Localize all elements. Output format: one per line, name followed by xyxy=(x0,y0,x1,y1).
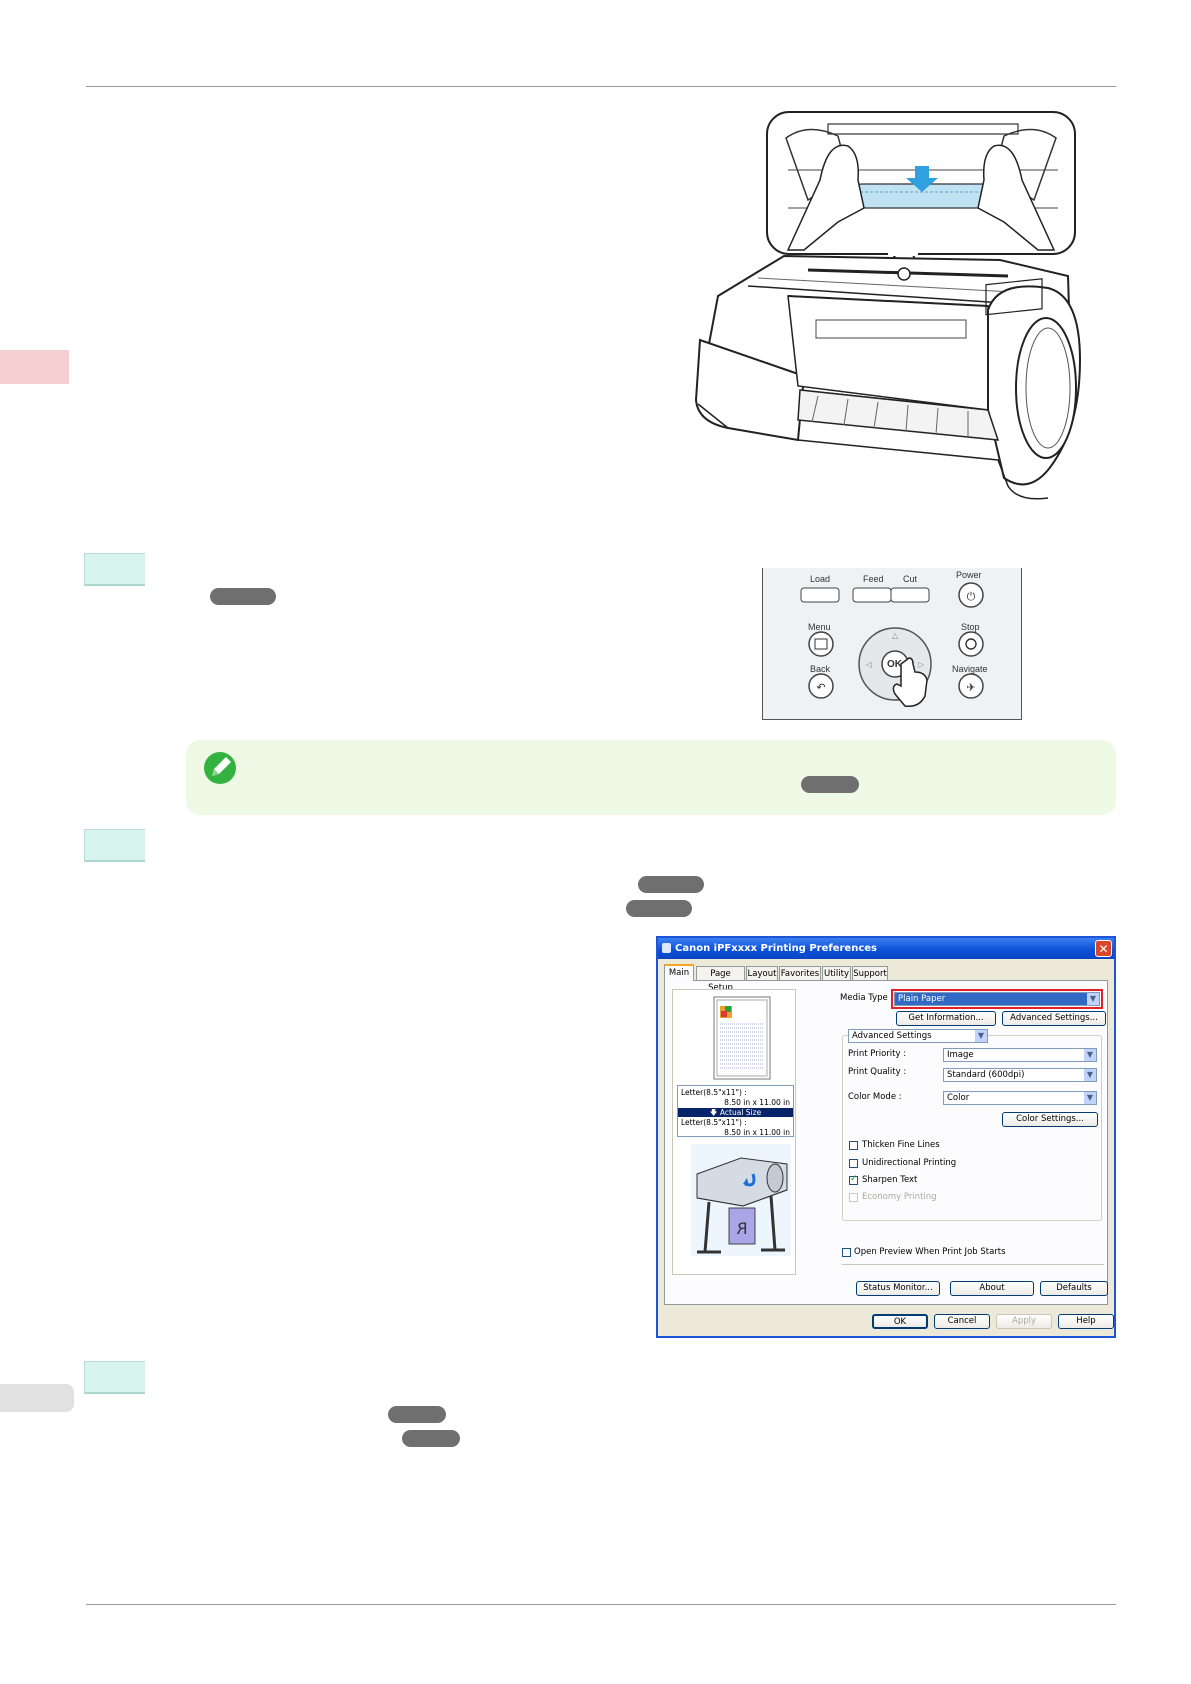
printer-roll-illustration xyxy=(694,111,1082,500)
tab-support[interactable]: Support xyxy=(852,966,888,980)
power-key-label: Power xyxy=(956,570,982,580)
load-key-label: Load xyxy=(810,574,831,584)
sharpen-text-label: Sharpen Text xyxy=(862,1175,918,1185)
thicken-fine-lines-label: Thicken Fine Lines xyxy=(862,1140,940,1150)
ok-key-label: OK xyxy=(887,659,902,670)
print-priority-label: Print Priority : xyxy=(848,1049,907,1059)
sharpen-text-checkbox[interactable] xyxy=(849,1174,858,1185)
menu-key-label: Menu xyxy=(808,622,831,632)
header-rule xyxy=(86,86,1116,87)
chevron-down-icon[interactable]: ▼ xyxy=(1084,1049,1096,1061)
svg-text:◁: ◁ xyxy=(866,660,873,669)
size-line-4: 8.50 in x 11.00 in xyxy=(724,1128,790,1137)
help-button[interactable]: Help xyxy=(1058,1314,1114,1329)
page-tab[interactable] xyxy=(0,1384,74,1412)
economy-printing-label: Economy Printing xyxy=(862,1192,937,1202)
unidirectional-printing-checkbox[interactable] xyxy=(849,1159,858,1168)
note-box xyxy=(186,740,1116,815)
settings-mode-select[interactable]: Advanced Settings ▼ xyxy=(848,1029,988,1043)
navigate-key-label: Navigate xyxy=(952,664,988,674)
chevron-down-icon[interactable]: ▼ xyxy=(1087,993,1099,1005)
tab-favorites[interactable]: Favorites xyxy=(779,966,821,980)
reference-link-2b[interactable] xyxy=(626,900,692,917)
step-marker-1 xyxy=(84,553,145,586)
ok-button[interactable]: OK xyxy=(872,1314,928,1329)
color-settings-button[interactable]: Color Settings... xyxy=(1002,1112,1098,1127)
media-type-label: Media Type : xyxy=(840,993,894,1003)
chevron-down-icon[interactable]: ▼ xyxy=(1084,1092,1096,1104)
print-quality-label: Print Quality : xyxy=(848,1067,907,1077)
feed-key-label: Feed xyxy=(863,574,884,584)
step-marker-3 xyxy=(84,1361,145,1394)
color-mode-select[interactable]: Color ▼ xyxy=(943,1091,1097,1105)
separator-line xyxy=(842,1264,1104,1265)
preview-column: Letter(8.5"x11") : 8.50 in x 11.00 in 🡇 … xyxy=(672,989,796,1275)
size-line-2: 8.50 in x 11.00 in xyxy=(724,1098,790,1107)
open-preview-checkbox[interactable] xyxy=(842,1248,851,1257)
defaults-button[interactable]: Defaults xyxy=(1040,1281,1108,1296)
cut-key-label: Cut xyxy=(903,574,918,584)
size-line-3: Letter(8.5"x11") : xyxy=(681,1118,747,1127)
media-type-highlight xyxy=(891,989,1103,1009)
reference-link-2a[interactable] xyxy=(638,876,704,893)
apply-button[interactable]: Apply xyxy=(996,1314,1052,1329)
svg-text:✈: ✈ xyxy=(966,682,975,694)
cancel-button[interactable]: Cancel xyxy=(934,1314,990,1329)
economy-printing-checkbox[interactable] xyxy=(849,1193,858,1202)
size-mode-bar: 🡇 Actual Size xyxy=(678,1108,793,1117)
size-mode: Actual Size xyxy=(719,1108,762,1117)
print-priority-select[interactable]: Image ▼ xyxy=(943,1048,1097,1062)
unidirectional-printing-label: Unidirectional Printing xyxy=(862,1158,957,1168)
svg-text:↶: ↶ xyxy=(816,682,825,694)
open-preview-label: Open Preview When Print Job Starts xyxy=(854,1247,1006,1257)
page-preview-image xyxy=(713,996,771,1080)
footer-rule xyxy=(86,1604,1116,1605)
control-panel-figure: ⏻ ↶ ✈ △ ◁ ▷ Load Feed Cut Power Menu Sto… xyxy=(762,568,1022,720)
dialog-titlebar[interactable]: Canon iPFxxxx Printing Preferences ✕ xyxy=(658,938,1114,959)
printer-output-image: R xyxy=(691,1144,791,1256)
tab-utility[interactable]: Utility xyxy=(822,966,851,980)
note-reference-link[interactable] xyxy=(801,776,859,793)
step-marker-2 xyxy=(84,829,145,862)
printing-preferences-dialog: Canon iPFxxxx Printing Preferences ✕ Mai… xyxy=(656,936,1116,1338)
about-button[interactable]: About xyxy=(950,1281,1034,1296)
chevron-down-icon[interactable]: ▼ xyxy=(1084,1069,1096,1081)
reference-link-3a[interactable] xyxy=(388,1406,446,1423)
size-line-1: Letter(8.5"x11") : xyxy=(681,1088,747,1097)
stop-key-label: Stop xyxy=(961,622,980,632)
paper-size-info: Letter(8.5"x11") : 8.50 in x 11.00 in 🡇 … xyxy=(677,1085,794,1137)
tab-page-setup[interactable]: Page Setup xyxy=(696,966,745,993)
close-icon[interactable]: ✕ xyxy=(1095,940,1112,957)
svg-text:R: R xyxy=(736,1219,747,1238)
dialog-title: Canon iPFxxxx Printing Preferences xyxy=(675,943,877,954)
back-key-label: Back xyxy=(810,664,831,674)
svg-text:⏻: ⏻ xyxy=(967,591,976,603)
get-information-button[interactable]: Get Information... xyxy=(896,1011,996,1026)
down-arrow-icon: 🡇 xyxy=(709,1108,720,1117)
media-type-value: Plain Paper xyxy=(898,994,946,1004)
tab-layout[interactable]: Layout xyxy=(746,966,778,980)
status-monitor-button[interactable]: Status Monitor... xyxy=(856,1281,940,1296)
pencil-note-icon xyxy=(204,752,236,784)
svg-text:▷: ▷ xyxy=(918,660,925,669)
chapter-tab[interactable] xyxy=(0,350,69,384)
advanced-settings-button[interactable]: Advanced Settings... xyxy=(1002,1011,1106,1026)
svg-text:△: △ xyxy=(892,631,899,640)
tab-main[interactable]: Main xyxy=(664,964,694,981)
print-quality-value: Standard (600dpi) xyxy=(947,1070,1025,1080)
media-type-select[interactable]: Plain Paper ▼ xyxy=(894,992,1100,1006)
color-mode-value: Color xyxy=(947,1093,970,1103)
reference-link-3b[interactable] xyxy=(402,1430,460,1447)
print-priority-value: Image xyxy=(947,1050,974,1060)
settings-mode-value: Advanced Settings xyxy=(852,1031,932,1041)
reference-link-1[interactable] xyxy=(210,588,276,605)
chevron-down-icon[interactable]: ▼ xyxy=(975,1030,987,1042)
printer-app-icon xyxy=(662,943,671,953)
thicken-fine-lines-checkbox[interactable] xyxy=(849,1141,858,1150)
print-quality-select[interactable]: Standard (600dpi) ▼ xyxy=(943,1068,1097,1082)
color-mode-label: Color Mode : xyxy=(848,1092,902,1102)
